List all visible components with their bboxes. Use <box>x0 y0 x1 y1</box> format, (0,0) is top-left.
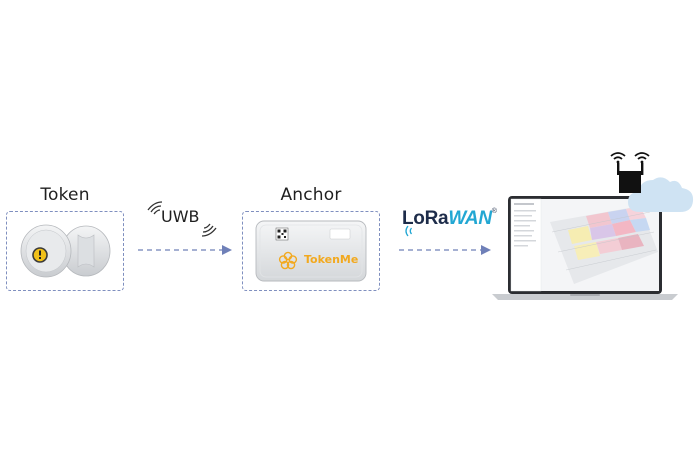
cloud-icon <box>628 177 694 212</box>
uwb-label: UWB <box>161 207 200 226</box>
wifi-icon <box>147 201 163 215</box>
laptop-icon <box>492 196 678 300</box>
qr-code-icon <box>275 227 289 241</box>
token-box <box>6 211 124 291</box>
wifi-icon <box>405 225 413 237</box>
wifi-icon <box>201 223 217 237</box>
token-device-illustration <box>20 224 111 278</box>
token-front-device <box>20 224 72 278</box>
gateway-icon <box>610 152 650 193</box>
dashboard-floor-map <box>550 206 658 284</box>
anchor-brand-label: TokenMe <box>304 253 359 266</box>
anchor-box: TokenMe <box>242 211 380 291</box>
lorawan-registered-mark: ® <box>491 208 497 215</box>
token-title: Token <box>40 185 90 205</box>
anchor-title: Anchor <box>280 185 342 205</box>
dashboard-sidebar <box>510 198 542 292</box>
flower-logo-icon <box>278 251 298 270</box>
anchor-device-illustration <box>255 220 367 282</box>
wifi-icon <box>634 152 650 164</box>
lorawan-logo-suffix: WAN <box>448 208 492 229</box>
token-back-device <box>61 225 111 277</box>
connection-arrow-lorawan <box>399 245 491 255</box>
lorawan-logo-prefix: LoRa <box>402 208 449 229</box>
wifi-icon <box>610 152 626 164</box>
connection-arrow-uwb <box>138 245 232 255</box>
lorawan-logo: LoRaWAN® <box>402 208 497 230</box>
